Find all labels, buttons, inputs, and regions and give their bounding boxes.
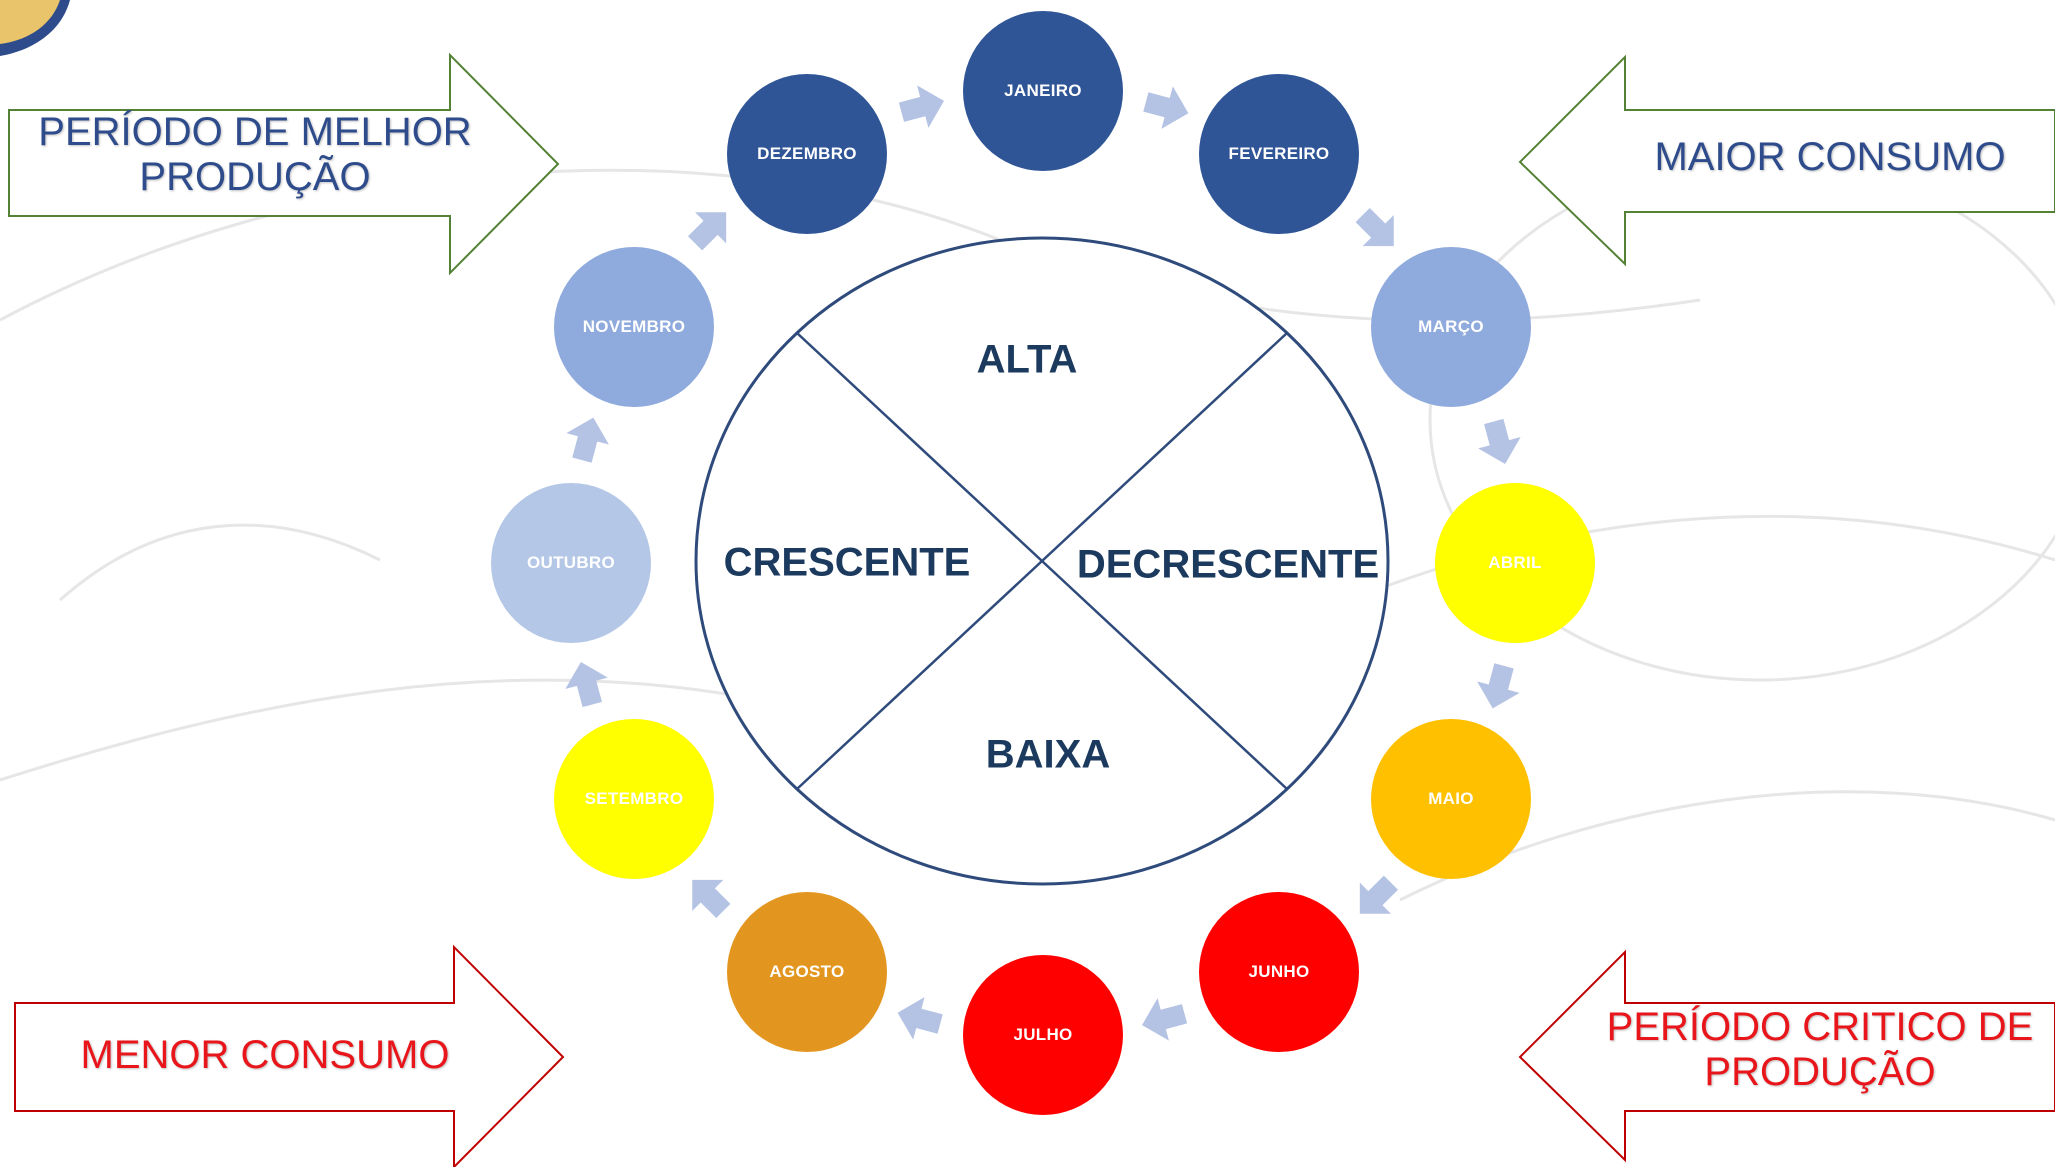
- callout-arrow-bottom-right: [1518, 949, 2055, 1163]
- cycle-arrow-icon: [565, 662, 608, 708]
- month-circle-outubro: OUTUBRO: [491, 483, 651, 643]
- quadrant-label-low: BAIXA: [985, 732, 1111, 777]
- quadrant-label-decreasing: DECRESCENTE: [1076, 542, 1380, 587]
- month-circle-junho: JUNHO: [1199, 892, 1359, 1052]
- callout-arrow-bottom-left: [14, 944, 565, 1167]
- cycle-arrow-icon: [897, 997, 943, 1040]
- cycle-arrow-icon: [1355, 207, 1394, 247]
- month-label: NOVEMBRO: [582, 317, 686, 336]
- month-label: AGOSTO: [769, 962, 845, 981]
- cycle-arrow-icon: [898, 85, 944, 128]
- cycle-arrow-icon: [1477, 663, 1520, 709]
- month-circle-maio: MAIO: [1371, 719, 1531, 879]
- month-label: FEVEREIRO: [1228, 144, 1330, 163]
- callout-best-production: PERÍODO DE MELHOR PRODUÇÃO: [38, 110, 472, 199]
- month-label: JULHO: [1013, 1025, 1073, 1044]
- cycle-arrow-icon: [1478, 418, 1521, 464]
- month-label: MAIO: [1428, 789, 1474, 808]
- callout-arrow-top-right: [1518, 54, 2055, 267]
- month-circle-abril: ABRIL: [1435, 483, 1595, 643]
- month-circle-fevereiro: FEVEREIRO: [1199, 74, 1359, 234]
- month-label: SETEMBRO: [584, 789, 684, 808]
- month-circle-dezembro: DEZEMBRO: [727, 74, 887, 234]
- month-circle-janeiro: JANEIRO: [963, 11, 1123, 171]
- cycle-arrow-icon: [692, 879, 731, 919]
- month-circle-novembro: NOVEMBRO: [554, 247, 714, 407]
- month-circle-julho: JULHO: [963, 955, 1123, 1115]
- month-label: DEZEMBRO: [757, 144, 857, 163]
- cycle-arrow-icon: [1143, 86, 1189, 129]
- callout-critical-production: PERÍODO CRITICO DE PRODUÇÃO: [1606, 1005, 2034, 1094]
- quadrant-label-high: ALTA: [976, 337, 1078, 382]
- cycle-arrow-icon: [1359, 875, 1399, 914]
- callout-arrow-top-left: [8, 52, 560, 276]
- month-label: ABRIL: [1488, 553, 1542, 572]
- cycle-arrow-icon: [1142, 998, 1188, 1041]
- logo-icon: [0, 0, 70, 56]
- callout-highest-consumption: MAIOR CONSUMO: [1654, 135, 2006, 179]
- callout-lowest-consumption: MENOR CONSUMO: [80, 1033, 450, 1077]
- month-circle-marco: MARÇO: [1371, 247, 1531, 407]
- cycle-arrow-icon: [687, 212, 727, 251]
- cycle-arrow-icon: [566, 417, 609, 463]
- month-label: OUTUBRO: [526, 553, 616, 572]
- month-label: MARÇO: [1418, 317, 1484, 336]
- month-circle-agosto: AGOSTO: [727, 892, 887, 1052]
- month-circle-setembro: SETEMBRO: [554, 719, 714, 879]
- quadrant-divider-2: [796, 332, 1288, 790]
- quadrant-label-increasing: CRESCENTE: [723, 540, 971, 585]
- month-label: JUNHO: [1248, 962, 1310, 981]
- month-label: JANEIRO: [1004, 81, 1082, 100]
